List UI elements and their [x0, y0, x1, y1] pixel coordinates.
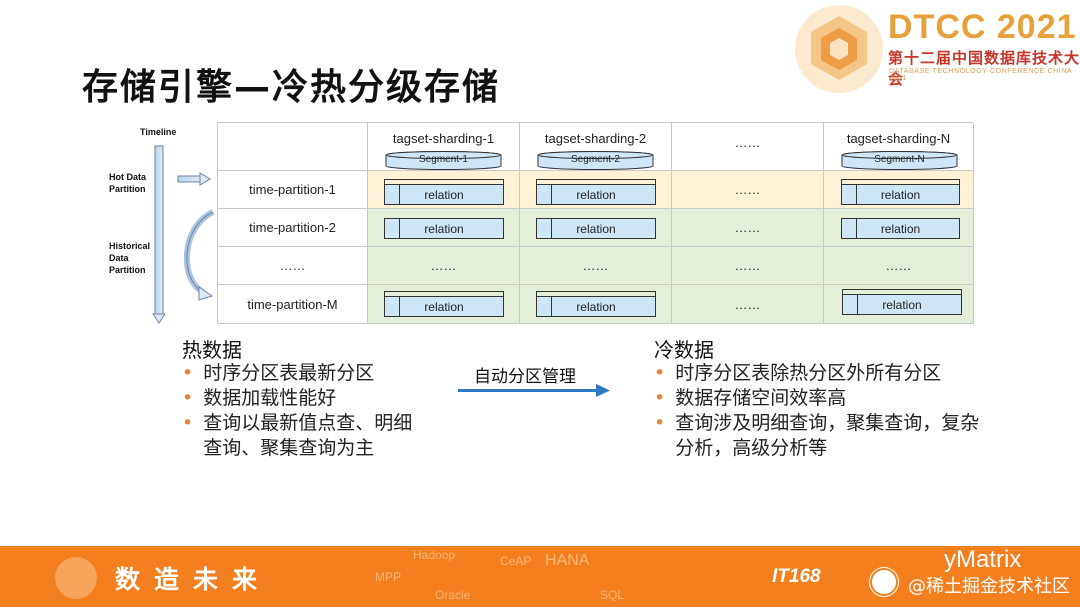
hot-label-line: Partition — [109, 184, 146, 194]
relation-box: relation — [841, 179, 960, 205]
footer-slogan: 数造未来 — [115, 565, 272, 594]
list-item: •时序分区表最新分区 — [182, 362, 375, 384]
hot-title: 热数据 — [182, 338, 242, 362]
shard-name: tagset-sharding-N — [846, 131, 951, 146]
segment-cylinder: Segment-1 — [385, 151, 502, 170]
grid-cell: relation — [520, 171, 672, 209]
hist-label-line: Historical — [109, 241, 151, 251]
bg-word: SQL — [600, 588, 625, 602]
segment-label: Segment-N — [874, 154, 925, 165]
segment-label: Segment-2 — [571, 154, 620, 165]
relation-label: relation — [424, 187, 464, 202]
list-item: •查询、聚集查询为主 — [203, 437, 375, 459]
timeline-label: Timeline — [140, 127, 177, 137]
bg-word: MPP — [375, 570, 402, 584]
list-item: •时序分区表除热分区外所有分区 — [654, 362, 942, 384]
list-item: •分析，高级分析等 — [675, 437, 828, 459]
itpub-logo-icon — [870, 568, 898, 596]
grid-cell: relation — [824, 285, 974, 324]
relation-box: relation — [384, 179, 504, 205]
relation-box: relation — [384, 218, 504, 239]
grid-cell: relation — [368, 171, 520, 209]
hot-arrow-icon — [177, 175, 201, 183]
relation-label: relation — [424, 299, 464, 314]
partition-grid: tagset-sharding-1 Segment-1 tagset-shard… — [217, 122, 974, 324]
list-item: •查询涉及明细查询，聚集查询，复杂 — [654, 412, 980, 434]
grid-cell: relation — [368, 285, 520, 324]
logo-title: DTCC 2021 — [888, 8, 1077, 46]
grid-cell: relation — [824, 171, 974, 209]
footer-bar — [0, 546, 1080, 607]
relation-label: relation — [882, 297, 922, 312]
bg-word: Hadoop — [413, 548, 456, 562]
grid-cell: relation — [824, 209, 974, 247]
logo-subtitle: 第十二届中国数据库技术大会 — [888, 49, 1080, 88]
footer-background-words: Hadoop CeAP HANA Oracle SQL MPP — [375, 548, 705, 606]
curved-arrow-icon — [183, 209, 215, 295]
bg-word: HANA — [545, 552, 590, 569]
relation-label: relation — [576, 187, 616, 202]
partition-label: time-partition-M — [218, 285, 368, 324]
shard-header: tagset-sharding-N Segment-N — [824, 123, 974, 171]
relation-label: relation — [880, 187, 921, 202]
relation-label: relation — [576, 299, 616, 314]
cold-bullets: •时序分区表除热分区外所有分区 •数据存储空间效率高 •查询涉及明细查询，聚集查… — [654, 361, 979, 461]
grid-cell: …… — [672, 171, 824, 209]
logo-english: DATABASE TECHNOLOGY CONFERENCE CHINA 202… — [889, 68, 1072, 82]
timeline-arrows — [152, 145, 215, 324]
relation-box: relation — [536, 291, 656, 317]
historical-partition-label: Historical Data Partition — [109, 240, 150, 276]
watermark-top: yMatrix — [944, 546, 1022, 573]
shard-header: …… — [672, 123, 824, 171]
grid-cell: …… — [368, 247, 520, 285]
grid-cell: relation — [520, 285, 672, 324]
partition-label: time-partition-1 — [218, 171, 368, 209]
grid-corner — [218, 123, 368, 171]
page-title: 存储引擎—冷热分级存储 — [82, 67, 501, 108]
relation-label: relation — [576, 221, 616, 236]
grid-cell: …… — [672, 247, 824, 285]
relation-label: relation — [880, 221, 921, 236]
shard-header: tagset-sharding-2 Segment-2 — [520, 123, 672, 171]
it168-logo: IT168 — [772, 566, 821, 587]
shard-name: …… — [734, 135, 761, 150]
segment-label: Segment-1 — [419, 154, 468, 165]
relation-box: relation — [536, 218, 656, 239]
dtcc-emblem-icon — [795, 5, 883, 93]
list-item: •数据存储空间效率高 — [654, 387, 847, 409]
hist-label-line: Partition — [109, 265, 146, 275]
timeline-arrow-icon — [154, 145, 164, 315]
relation-box: relation — [536, 179, 656, 205]
hot-partition-label: Hot Data Partition — [109, 171, 146, 195]
footer-emblem-icon — [55, 557, 97, 599]
grid-cell: …… — [672, 209, 824, 247]
bg-word: Oracle — [435, 588, 471, 602]
hist-label-line: Data — [109, 253, 129, 263]
relation-box: relation — [842, 289, 962, 315]
segment-cylinder: Segment-N — [841, 151, 958, 170]
partition-label: time-partition-2 — [218, 209, 368, 247]
relation-box: relation — [384, 291, 504, 317]
cold-title: 冷数据 — [654, 338, 714, 362]
right-arrow-icon — [458, 384, 610, 397]
grid-cell: …… — [824, 247, 974, 285]
grid-cell: …… — [672, 285, 824, 324]
hot-bullets: •时序分区表最新分区 •数据加载性能好 •查询以最新值点查、明细 •查询、聚集查… — [182, 361, 412, 461]
arrow-label: 自动分区管理 — [474, 367, 576, 387]
shard-name: tagset-sharding-1 — [392, 131, 495, 146]
partition-label: …… — [218, 247, 368, 285]
list-item: •数据加载性能好 — [182, 387, 337, 409]
segment-cylinder: Segment-2 — [537, 151, 654, 170]
relation-label: relation — [424, 221, 464, 236]
shard-header: tagset-sharding-1 Segment-1 — [368, 123, 520, 171]
list-item: •查询以最新值点查、明细 — [182, 412, 413, 434]
shard-name: tagset-sharding-2 — [544, 131, 647, 146]
grid-cell: relation — [368, 209, 520, 247]
relation-box: relation — [841, 218, 960, 239]
watermark-bottom: @稀土掘金技术社区 — [908, 576, 1070, 597]
grid-cell: …… — [520, 247, 672, 285]
bg-word: CeAP — [500, 554, 532, 568]
hot-label-line: Hot Data — [109, 172, 147, 182]
grid-cell: relation — [520, 209, 672, 247]
